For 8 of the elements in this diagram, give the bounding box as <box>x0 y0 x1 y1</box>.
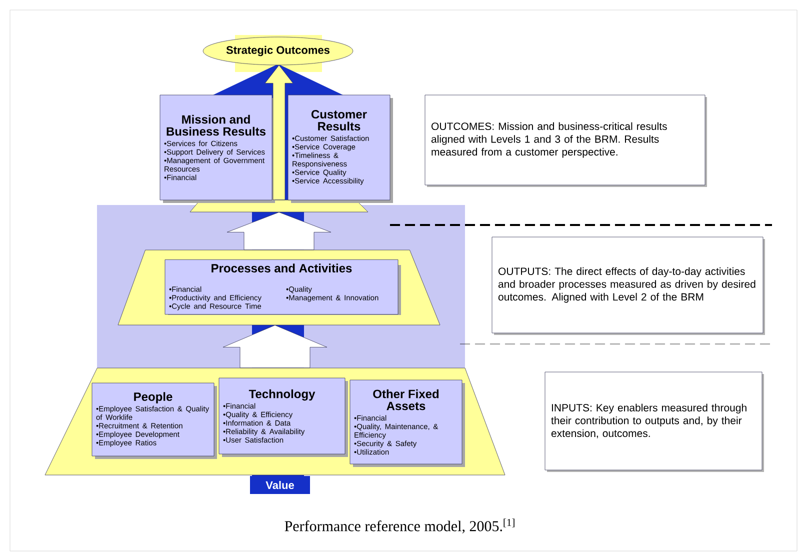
arrow <box>222 325 328 368</box>
description-box: OUTPUTS: The direct effects of day-to-day activities and broader processes measured as driven by desired outcomes. Aligned with Level 2 of the BRM <box>492 236 765 335</box>
description-box: OUTCOMES: Mission and business-critical results aligned with Levels 1 and 3 of the BRM. Results measured from a customer perspective. <box>424 94 707 187</box>
arrow <box>264 65 294 200</box>
description-box: INPUTS: Key enablers measured through their contribution to outputs and, by their extension, outcomes. <box>544 372 764 472</box>
arrow <box>226 212 332 250</box>
caption: Performance reference model, 2005.$^{[1]}$ <box>284 518 514 534</box>
value-box: Value <box>250 476 310 494</box>
